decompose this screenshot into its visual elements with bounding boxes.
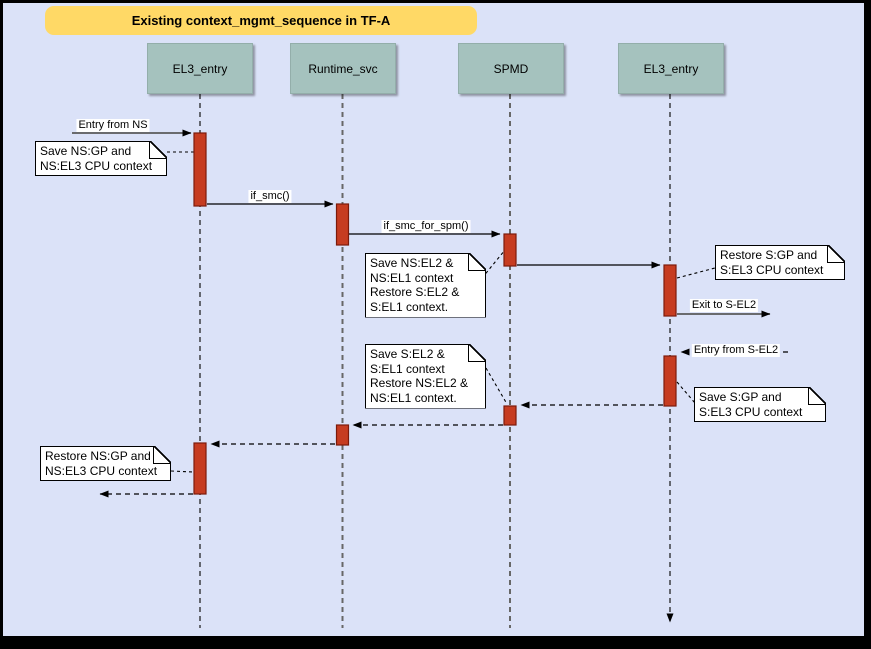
message-label-entry-from-s-el2: Entry from S-EL2 [691, 344, 781, 357]
actor-label: Runtime_svc [308, 61, 378, 76]
activation-el3-right-1 [663, 264, 677, 317]
note-save-ns-el2: Save NS:EL2 & NS:EL1 context Restore S:E… [365, 253, 486, 318]
actor-label: EL3_entry [172, 61, 228, 76]
note-fold-icon [149, 141, 167, 159]
activation-spmd-1 [503, 233, 517, 267]
note-text: Restore S:GP and S:EL3 CPU context [715, 245, 845, 280]
note-text: Save S:EL2 & S:EL1 context Restore NS:EL… [365, 344, 486, 409]
message-label-if-smc: if_smc() [248, 190, 292, 203]
note-connector-5 [676, 381, 696, 404]
note-fold-icon [468, 253, 486, 271]
note-fold-icon [808, 387, 826, 405]
note-text: Save S:GP and S:EL3 CPU context [694, 387, 826, 422]
note-save-s-el2: Save S:EL2 & S:EL1 context Restore NS:EL… [365, 344, 486, 409]
actor-box-spmd: SPMD [458, 43, 564, 94]
actor-label: EL3_entry [643, 61, 699, 76]
note-restore-ns-gp: Restore NS:GP and NS:EL3 CPU context [40, 446, 171, 481]
note-text: Save NS:EL2 & NS:EL1 context Restore S:E… [365, 253, 486, 318]
note-fold-icon [468, 344, 486, 362]
actor-label: SPMD [493, 61, 529, 76]
activation-el3-left-2 [193, 442, 207, 495]
actor-box-el3-entry-left: EL3_entry [147, 43, 253, 94]
activation-el3-right-2 [663, 355, 677, 407]
diagram-title: Existing context_mgmt_sequence in TF-A [45, 6, 477, 35]
note-connector-4 [485, 367, 508, 405]
activation-el3-left-1 [193, 132, 207, 207]
message-label-if-smc-for-spm: if_smc_for_spm() [381, 220, 471, 233]
note-restore-s-gp: Restore S:GP and S:EL3 CPU context [715, 245, 845, 280]
note-connector-3 [676, 267, 716, 279]
note-text: Save NS:GP and NS:EL3 CPU context [35, 141, 167, 176]
diagram-canvas [3, 3, 864, 636]
activation-runtime-1 [335, 203, 350, 246]
note-save-s-gp: Save S:GP and S:EL3 CPU context [694, 387, 826, 422]
message-label-exit-to-s-el2: Exit to S-EL2 [689, 299, 759, 312]
activation-spmd-2 [503, 405, 517, 426]
note-fold-icon [827, 245, 845, 263]
activation-runtime-2 [335, 424, 350, 446]
actor-box-el3-entry-right: EL3_entry [618, 43, 724, 94]
note-fold-icon [153, 446, 171, 464]
note-connector-6 [170, 470, 195, 473]
actor-box-runtime-svc: Runtime_svc [290, 43, 396, 94]
message-label-entry-from-ns: Entry from NS [76, 119, 150, 132]
note-save-ns-gp: Save NS:GP and NS:EL3 CPU context [35, 141, 167, 176]
note-text: Restore NS:GP and NS:EL3 CPU context [40, 446, 171, 481]
